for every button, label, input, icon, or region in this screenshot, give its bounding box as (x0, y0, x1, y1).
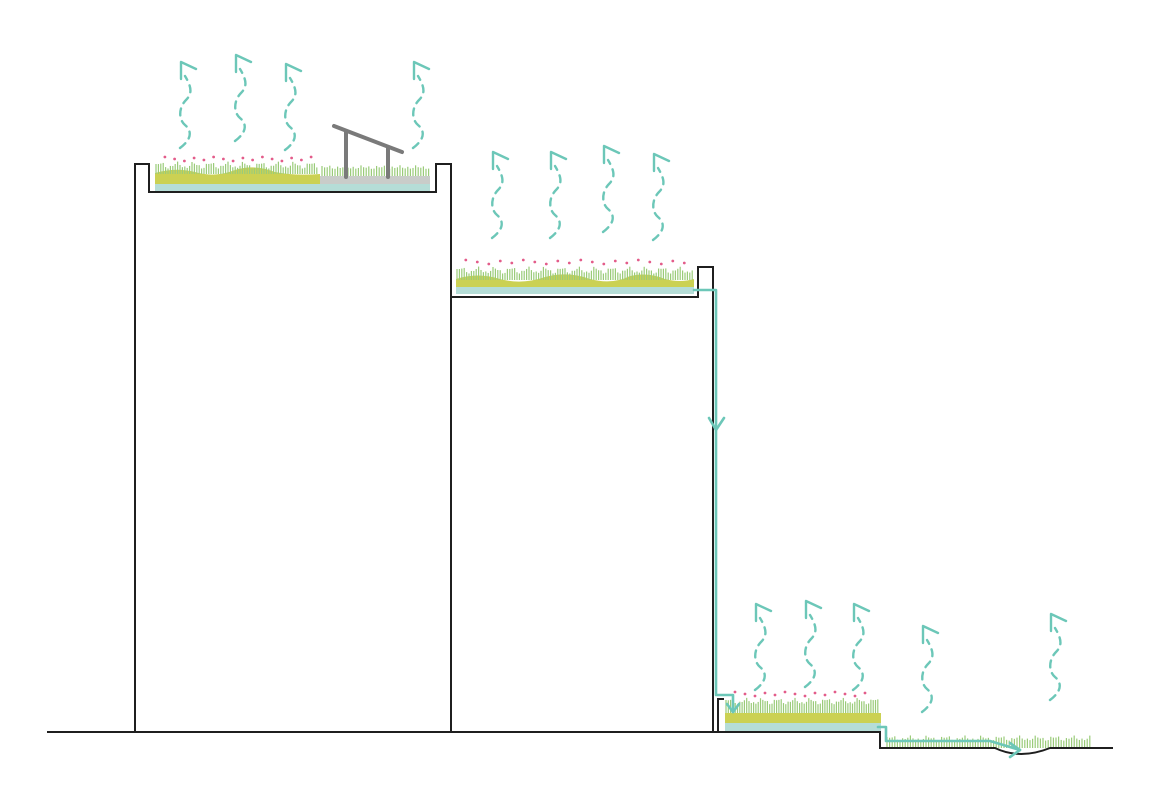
evapotranspiration-arrow-icon (851, 602, 871, 692)
flower (163, 155, 167, 159)
ground-bioretention-planter (725, 690, 881, 731)
drainage-layer (456, 287, 694, 294)
grass-layer (725, 697, 879, 713)
evapotranspiration-arrow-icon (548, 150, 568, 240)
flower (241, 156, 245, 160)
flower (783, 690, 787, 694)
flower (544, 262, 548, 266)
flow-arrowhead (707, 416, 726, 432)
building-outline (47, 163, 1113, 755)
flower (833, 690, 837, 694)
grass-layer (456, 266, 693, 280)
flower (743, 692, 747, 696)
water-flow-arrow-icon (692, 288, 1022, 759)
grey-base-layer (320, 176, 430, 184)
evapotranspiration-arrow-icon (803, 599, 823, 689)
flower (763, 691, 767, 695)
solar-panel-icon (332, 124, 404, 179)
flower (183, 159, 186, 163)
evapotranspiration-arrows (178, 53, 1068, 714)
grass-layer (321, 165, 430, 176)
flower-layer (464, 258, 686, 266)
flower (173, 157, 177, 161)
ground-line (47, 731, 1113, 755)
flower (843, 692, 847, 696)
flower (521, 258, 525, 262)
flower (863, 691, 867, 695)
flower (682, 261, 686, 265)
middle-building-outline (451, 266, 714, 732)
flower (813, 691, 817, 695)
planter-outline (717, 698, 724, 732)
downspout-flow-path (692, 288, 735, 714)
flower (823, 693, 827, 697)
evapotranspiration-arrow-icon (233, 53, 253, 143)
soil-layer (725, 713, 881, 723)
flower (853, 694, 857, 698)
flower (753, 694, 757, 698)
flower (625, 261, 629, 265)
flower (212, 155, 216, 159)
flower (636, 258, 640, 262)
flower (251, 158, 255, 162)
flower (475, 260, 479, 264)
evapotranspiration-arrow-icon (178, 60, 198, 150)
flower (556, 259, 560, 263)
flower-layer (733, 690, 867, 698)
flower (793, 692, 797, 696)
evapotranspiration-arrow-icon (283, 62, 303, 152)
middle-roof-green-roof (456, 258, 694, 294)
flower (498, 259, 502, 263)
flower (510, 261, 514, 265)
flower (222, 157, 225, 161)
evapotranspiration-arrow-icon (1048, 612, 1068, 702)
flower (803, 694, 807, 698)
flower (300, 158, 303, 162)
evapotranspiration-arrow-icon (601, 144, 621, 234)
flower (464, 258, 468, 262)
flower (309, 155, 313, 159)
evapotranspiration-arrow-icon (490, 150, 510, 240)
flower (280, 159, 284, 163)
flower (659, 262, 663, 266)
flower (613, 259, 617, 263)
evapotranspiration-arrow-icon (651, 152, 671, 242)
flower (261, 155, 264, 159)
flower-layer (163, 155, 313, 163)
overflow-flow-path (876, 725, 1022, 752)
flower (231, 159, 235, 163)
drainage-layer (155, 184, 430, 191)
evapotranspiration-arrow-icon (920, 624, 940, 714)
flower (533, 260, 537, 264)
flow-arrowhead (1008, 741, 1022, 759)
flower (290, 156, 293, 160)
flower (602, 262, 606, 266)
high-roof-green-roof (155, 155, 430, 191)
evapotranspiration-arrow-icon (753, 602, 773, 692)
flower (202, 158, 206, 162)
tall-building-outline (134, 163, 452, 732)
flower (192, 156, 196, 160)
flower (590, 260, 594, 264)
flower (579, 258, 583, 262)
flower (671, 259, 675, 263)
flower (648, 260, 652, 264)
grass-layer (155, 161, 318, 174)
flower (733, 690, 737, 694)
flower (487, 262, 491, 266)
flower (270, 157, 274, 161)
flower (773, 693, 777, 697)
flow-arrowhead (725, 702, 741, 714)
evapotranspiration-arrow-icon (411, 60, 431, 150)
drainage-layer (725, 723, 881, 731)
soil-layer (155, 167, 320, 184)
flower (567, 261, 571, 265)
